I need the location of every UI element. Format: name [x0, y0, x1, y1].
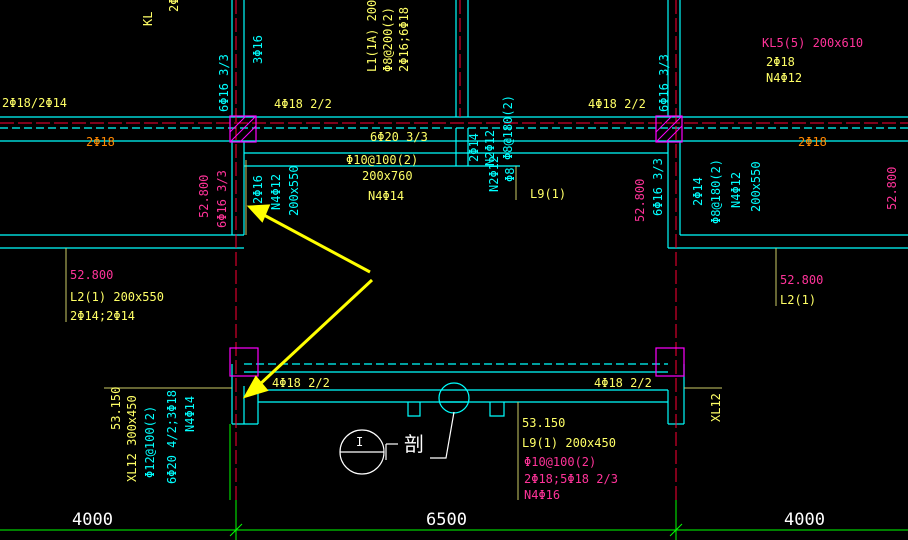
label-left-elev-rot: 52.800 — [197, 175, 211, 218]
label-mid-6phi20: 6Φ20 3/3 — [370, 130, 428, 144]
label-section: 剖 — [404, 432, 424, 456]
label-right-200x550: 200x550 — [749, 161, 763, 212]
label-mid-2phi14: 2Φ14 — [467, 133, 481, 162]
label-col-left-3phi16: 3Φ16 — [251, 35, 265, 64]
label-left-beam-2phi18: 2Φ18 — [86, 135, 115, 149]
label-l9b-n4: N4Φ16 — [524, 488, 560, 502]
label-l9-1: L9(1) — [530, 187, 566, 201]
label-mid-200x760: 200x760 — [362, 169, 413, 183]
label-top-4phi18-left: 4Φ18 2/2 — [274, 97, 332, 111]
label-l2-left-rebar: 2Φ14;2Φ14 — [70, 309, 135, 323]
annotation-arrows — [242, 204, 374, 399]
label-xl12-right: XL12 — [709, 393, 723, 422]
label-l2-right-name: L2(1) — [780, 293, 816, 307]
label-right-2phi14: 2Φ14 — [691, 177, 705, 206]
label-mid-phi8-b: Φ8 — [503, 168, 517, 182]
section-symbol — [339, 411, 455, 475]
label-kl5-2phi18: 2Φ18 — [766, 55, 795, 69]
label-l1-line2: Φ8@200(2) — [381, 7, 395, 72]
label-l1-line3: 2Φ16;6Φ18 — [397, 7, 411, 72]
label-mid-n4phi14: N4Φ14 — [368, 189, 404, 203]
label-l9b-elev: 53.150 — [522, 416, 565, 430]
label-bottom-4phi18-left: 4Φ18 2/2 — [272, 376, 330, 390]
label-kl5-n4phi12: N4Φ12 — [766, 71, 802, 85]
label-right-phi8-180: Φ8@180(2) — [709, 159, 723, 224]
label-left-n4phi12: N4Φ12 — [269, 174, 283, 210]
label-bottom-4phi18-right: 4Φ18 2/2 — [594, 376, 652, 390]
label-left-rebar-top: 2Φ18/2Φ14 — [2, 96, 67, 110]
label-l9b-name: L9(1) 200x450 — [522, 436, 616, 450]
label-section-symbol-top: I — [356, 435, 363, 449]
dimension-lines — [0, 424, 908, 540]
label-l2-right-elev: 52.800 — [780, 273, 823, 287]
label-l9b-stirrup: Φ10@100(2) — [524, 455, 596, 469]
label-xl12-elev: 53.150 — [109, 387, 123, 430]
label-l2-left-name: L2(1) 200x550 — [70, 290, 164, 304]
label-xl12-stirrup: Φ12@100(2) — [143, 406, 157, 478]
column-hatches — [229, 115, 685, 377]
label-l1-line1: L1(1A) 200x — [365, 0, 379, 72]
label-right-elev: 52.800 — [885, 167, 899, 210]
label-left-6phi16-rot: 6Φ16 3/3 — [215, 170, 229, 228]
label-col-right-6phi16: 6Φ16 3/3 — [657, 54, 671, 112]
dim-mid: 6500 — [426, 510, 467, 530]
label-right-6phi16: 6Φ16 3/3 — [651, 158, 665, 216]
label-l9b-rebar: 2Φ18;5Φ18 2/3 — [524, 472, 618, 486]
label-xl12-rebar: 6Φ20 4/2;3Φ18 — [165, 390, 179, 484]
label-mid-elev-52800: 52.800 — [633, 179, 647, 222]
label-right-beam-2phi18: 2Φ18 — [798, 135, 827, 149]
label-col-left-6phi16: 6Φ16 3/3 — [217, 54, 231, 112]
label-top-left-kl-phi: 2Φ — [167, 0, 181, 12]
label-left-200x550: 200x550 — [287, 165, 301, 216]
label-mid-phi8-180: Φ8@180(2) — [501, 95, 515, 160]
leader-lines — [65, 160, 777, 500]
label-xl12-n4: N4Φ14 — [183, 396, 197, 432]
label-mid-n2phi12: N2Φ12 — [483, 130, 497, 166]
dim-right: 4000 — [784, 510, 825, 530]
label-mid-phi10: Φ10@100(2) — [346, 153, 418, 167]
label-left-2phi16: 2Φ16 — [251, 175, 265, 204]
label-l2-left-elev: 52.800 — [70, 268, 113, 282]
label-top-4phi18-right: 4Φ18 2/2 — [588, 97, 646, 111]
beam-outlines — [0, 0, 908, 425]
label-right-n4phi12: N4Φ12 — [729, 172, 743, 208]
label-mid-n2phi12-b: N2Φ12 — [487, 156, 501, 192]
label-kl5-title: KL5(5) 200x610 — [762, 36, 863, 50]
label-top-left-kl: KL — [141, 12, 155, 26]
dim-left: 4000 — [72, 510, 113, 530]
label-xl12-name: XL12 300x450 — [125, 395, 139, 482]
